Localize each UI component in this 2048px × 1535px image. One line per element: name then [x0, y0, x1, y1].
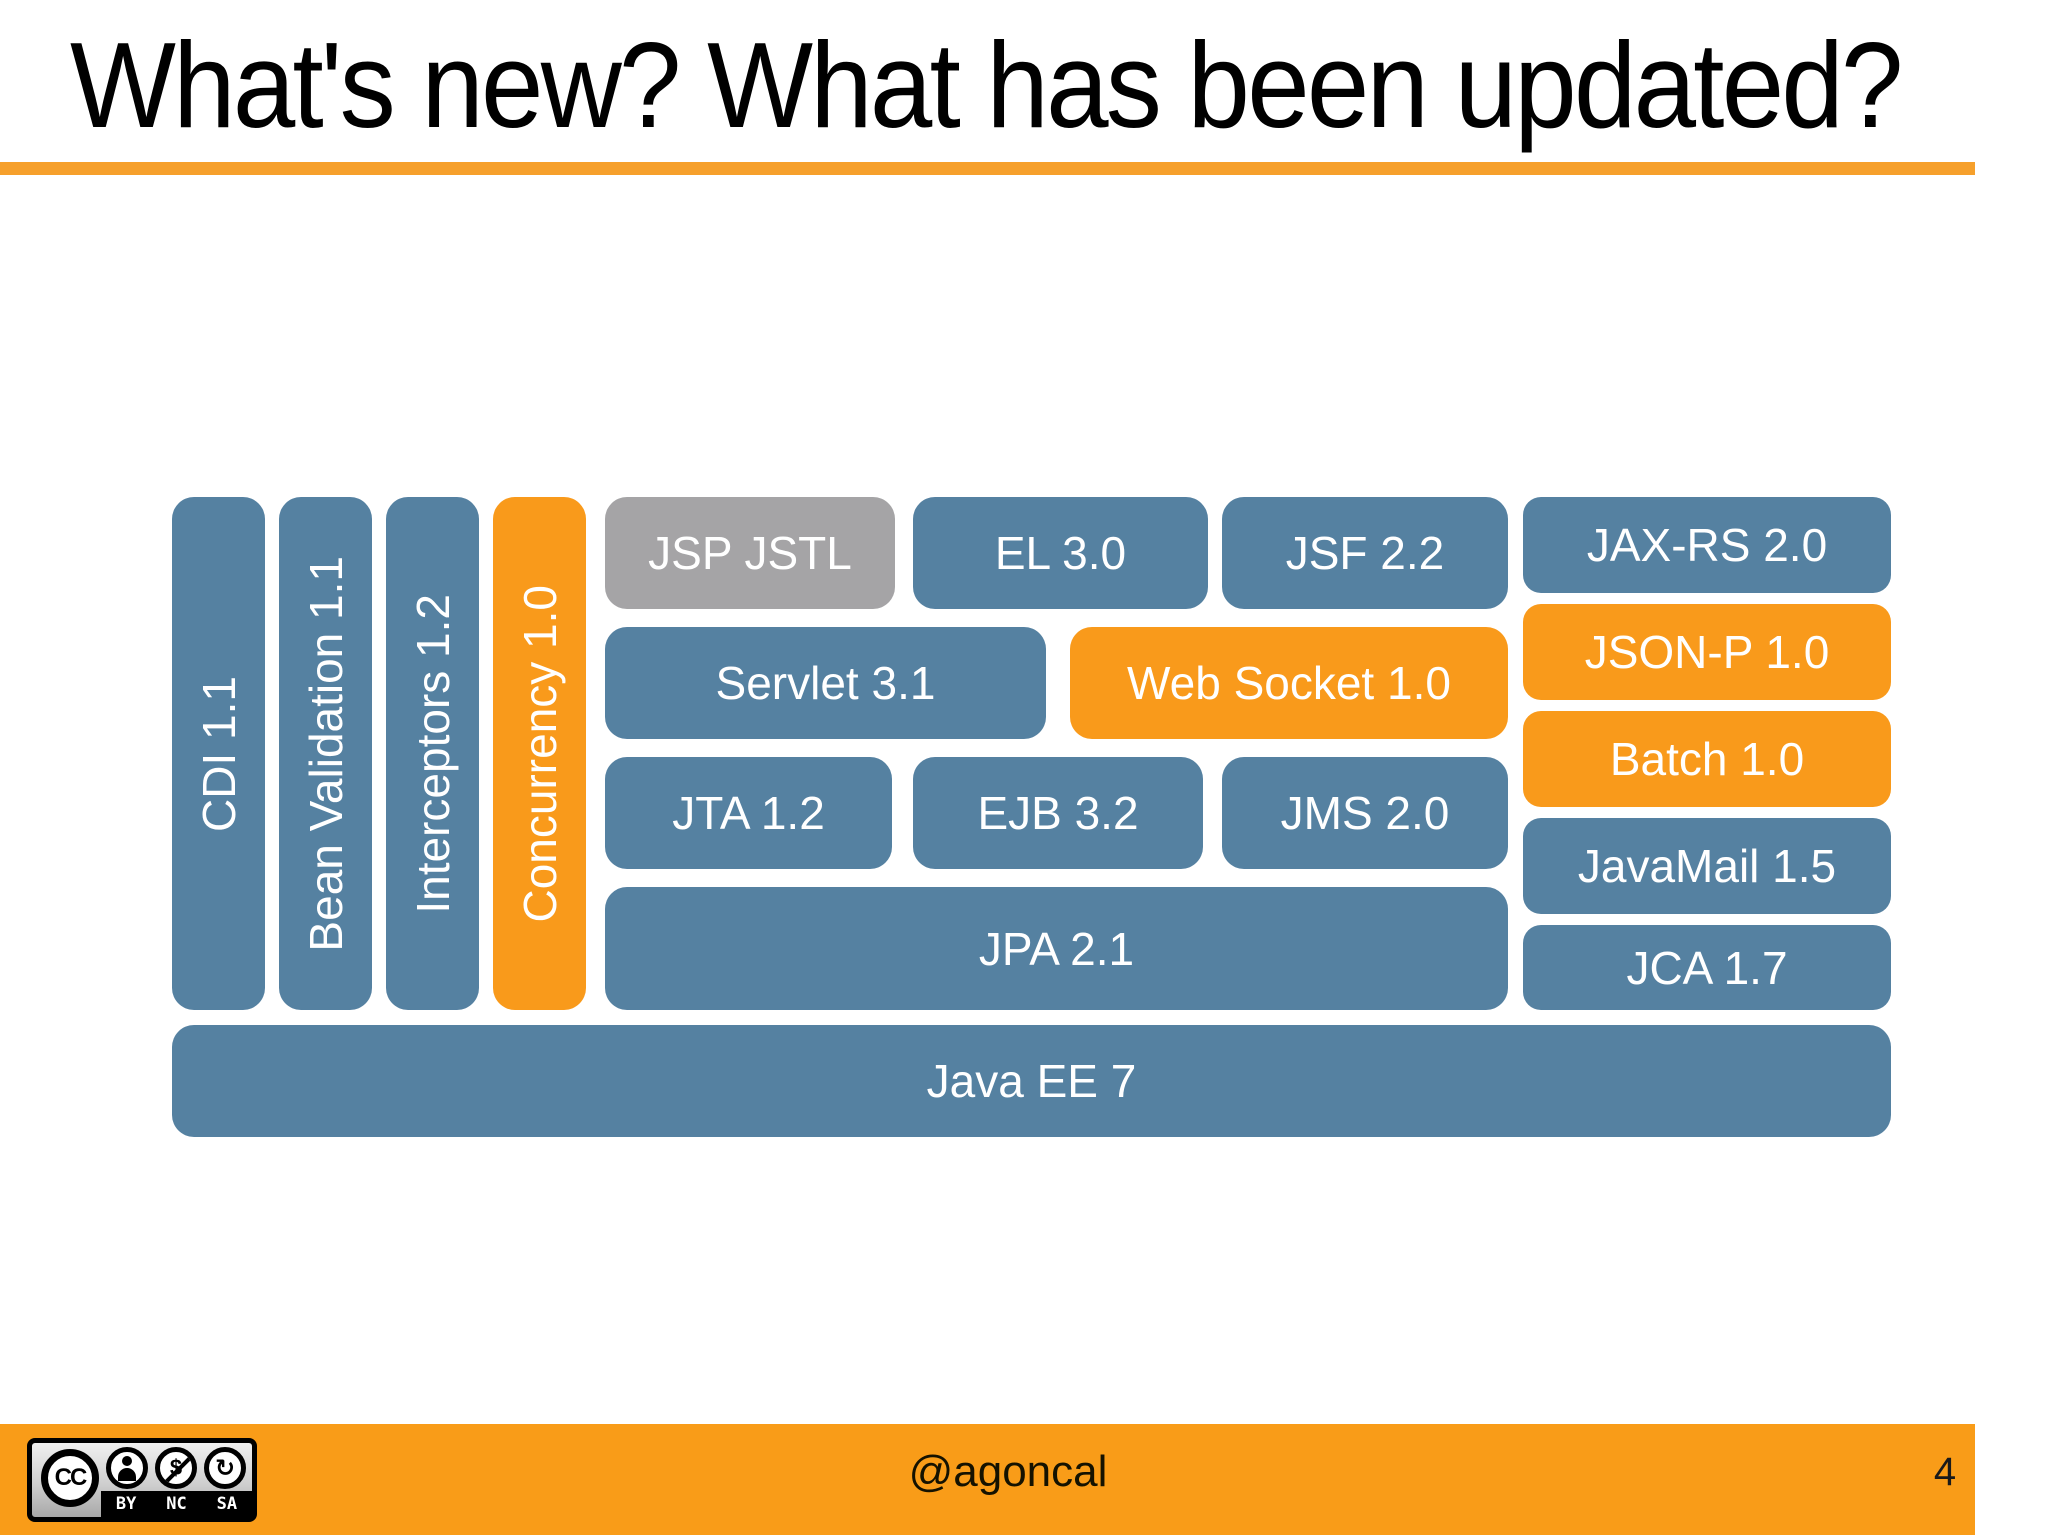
block-servlet: Servlet 3.1: [605, 627, 1046, 739]
twitter-handle: @agoncal: [908, 1447, 1108, 1496]
block-web-socket: Web Socket 1.0: [1070, 627, 1508, 739]
block-label: Concurrency 1.0: [513, 584, 566, 923]
block-label: EJB 3.2: [977, 787, 1139, 839]
person-head: [122, 1456, 132, 1466]
block-jpa: JPA 2.1: [605, 887, 1508, 1010]
block-jsp-jstl: JSP JSTL: [605, 497, 895, 609]
title-underline: [0, 162, 1975, 175]
block-interceptors: Interceptors 1.2: [386, 497, 479, 1010]
block-label: JMS 2.0: [1280, 787, 1450, 839]
block-jca: JCA 1.7: [1523, 925, 1891, 1010]
block-json-p: JSON-P 1.0: [1523, 604, 1891, 700]
by-label: BY: [115, 1494, 137, 1514]
sa-label: SA: [216, 1494, 238, 1514]
page-number: 4: [1933, 1450, 1957, 1494]
page-title: What's new? What has been updated?: [70, 17, 1903, 153]
block-label: CDI 1.1: [192, 675, 245, 832]
block-label: Bean Validation 1.1: [299, 555, 352, 952]
block-label: Servlet 3.1: [715, 657, 936, 709]
block-concurrency: Concurrency 1.0: [493, 497, 586, 1010]
block-ejb: EJB 3.2: [913, 757, 1203, 869]
block-jsf: JSF 2.2: [1222, 497, 1508, 609]
block-label: Web Socket 1.0: [1127, 657, 1451, 709]
block-batch: Batch 1.0: [1523, 711, 1891, 807]
block-bean-validation: Bean Validation 1.1: [279, 497, 372, 1010]
block-label: Java EE 7: [926, 1055, 1137, 1107]
block-label: Batch 1.0: [1609, 733, 1805, 785]
block-label: Interceptors 1.2: [406, 593, 459, 914]
block-label: JSF 2.2: [1285, 527, 1445, 579]
block-label: JAX-RS 2.0: [1586, 519, 1828, 571]
by-person-icon: [106, 1447, 148, 1489]
block-jta: JTA 1.2: [605, 757, 892, 869]
footer-bar: [0, 1424, 1975, 1535]
block-label: JCA 1.7: [1626, 941, 1788, 994]
nc-label: NC: [166, 1494, 187, 1514]
person-body: [118, 1468, 136, 1481]
cc-icon: CC: [41, 1449, 99, 1507]
cc-condition-labels: BY NC SA: [101, 1491, 252, 1517]
block-label: JSP JSTL: [648, 527, 852, 579]
block-javamail: JavaMail 1.5: [1523, 818, 1891, 914]
nc-dollar-icon: $: [155, 1447, 197, 1489]
block-el: EL 3.0: [913, 497, 1208, 609]
cc-license-badge: CC $ ↻ BY NC SA: [27, 1438, 257, 1522]
arrow-glyph: ↻: [214, 1454, 236, 1482]
cc-condition-icons: $ ↻: [106, 1447, 246, 1489]
sa-arrow-icon: ↻: [204, 1447, 246, 1489]
block-jax-rs: JAX-RS 2.0: [1523, 497, 1891, 593]
cc-icon-label: CC: [54, 1464, 88, 1491]
block-label: JSON-P 1.0: [1584, 626, 1830, 678]
block-java-ee-7: Java EE 7: [172, 1025, 1891, 1137]
block-label: EL 3.0: [994, 527, 1127, 579]
block-label: JavaMail 1.5: [1577, 840, 1837, 892]
block-jms: JMS 2.0: [1222, 757, 1508, 869]
block-label: JPA 2.1: [978, 922, 1135, 975]
block-cdi: CDI 1.1: [172, 497, 265, 1010]
block-label: JTA 1.2: [672, 787, 825, 839]
